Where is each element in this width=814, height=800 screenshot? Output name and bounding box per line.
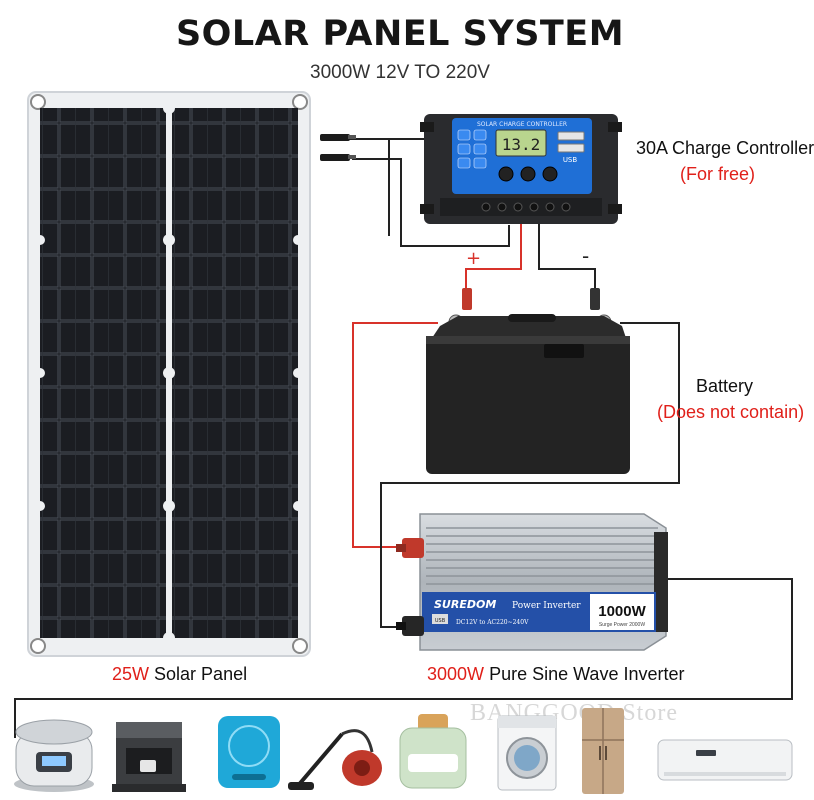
vacuum-cleaner-icon <box>288 729 382 790</box>
charge-controller: SOLAR CHARGE CONTROLLER 13.2 USB <box>420 114 622 224</box>
battery-label: Battery <box>696 376 754 396</box>
toaster-icon <box>399 714 467 789</box>
inverter-spec: DC12V to AC220~240V <box>456 619 529 626</box>
solar-panel <box>27 91 311 657</box>
inverter-label: 3000W Pure Sine Wave Inverter <box>427 664 684 685</box>
inverter-name: Pure Sine Wave Inverter <box>489 664 685 684</box>
controller-usb-label: USB <box>563 156 578 164</box>
inverter-brand: SUREDOM <box>434 598 496 611</box>
air-conditioner-icon <box>657 739 793 781</box>
page-subtitle: 3000W 12V TO 220V <box>310 62 490 83</box>
inverter-product: Power Inverter <box>512 601 581 611</box>
controller-label: 30A Charge Controller <box>636 138 814 158</box>
solar-panel-label: 25W Solar Panel <box>112 664 247 685</box>
controller-display-value: 13.2 <box>502 135 541 154</box>
inverter-rating: 1000W <box>598 603 646 620</box>
rice-cooker-icon <box>14 719 94 792</box>
induction-cooker-icon <box>218 716 280 788</box>
positive-symbol: + <box>466 248 482 269</box>
solar-panel-name: Solar Panel <box>154 664 248 684</box>
mc4-connectors <box>320 134 356 161</box>
inverter-surge: Surge Power 2000W <box>599 622 645 628</box>
battery <box>426 288 630 474</box>
inverter-usb: USB <box>435 618 446 624</box>
battery-note: (Does not contain) <box>657 402 805 422</box>
solar-panel-watt: 25W <box>112 664 150 684</box>
negative-symbol: - <box>582 244 590 268</box>
controller-note: (For free) <box>680 164 756 184</box>
coffee-machine-icon <box>112 722 186 792</box>
inverter-watt: 3000W <box>427 664 485 684</box>
inverter: SUREDOM Power Inverter 1000W Surge Power… <box>396 513 668 651</box>
washing-machine-icon <box>497 715 557 791</box>
controller-device-text: SOLAR CHARGE CONTROLLER <box>477 121 567 128</box>
refrigerator-icon <box>582 708 624 794</box>
page-title: SOLAR PANEL SYSTEM <box>175 14 625 54</box>
